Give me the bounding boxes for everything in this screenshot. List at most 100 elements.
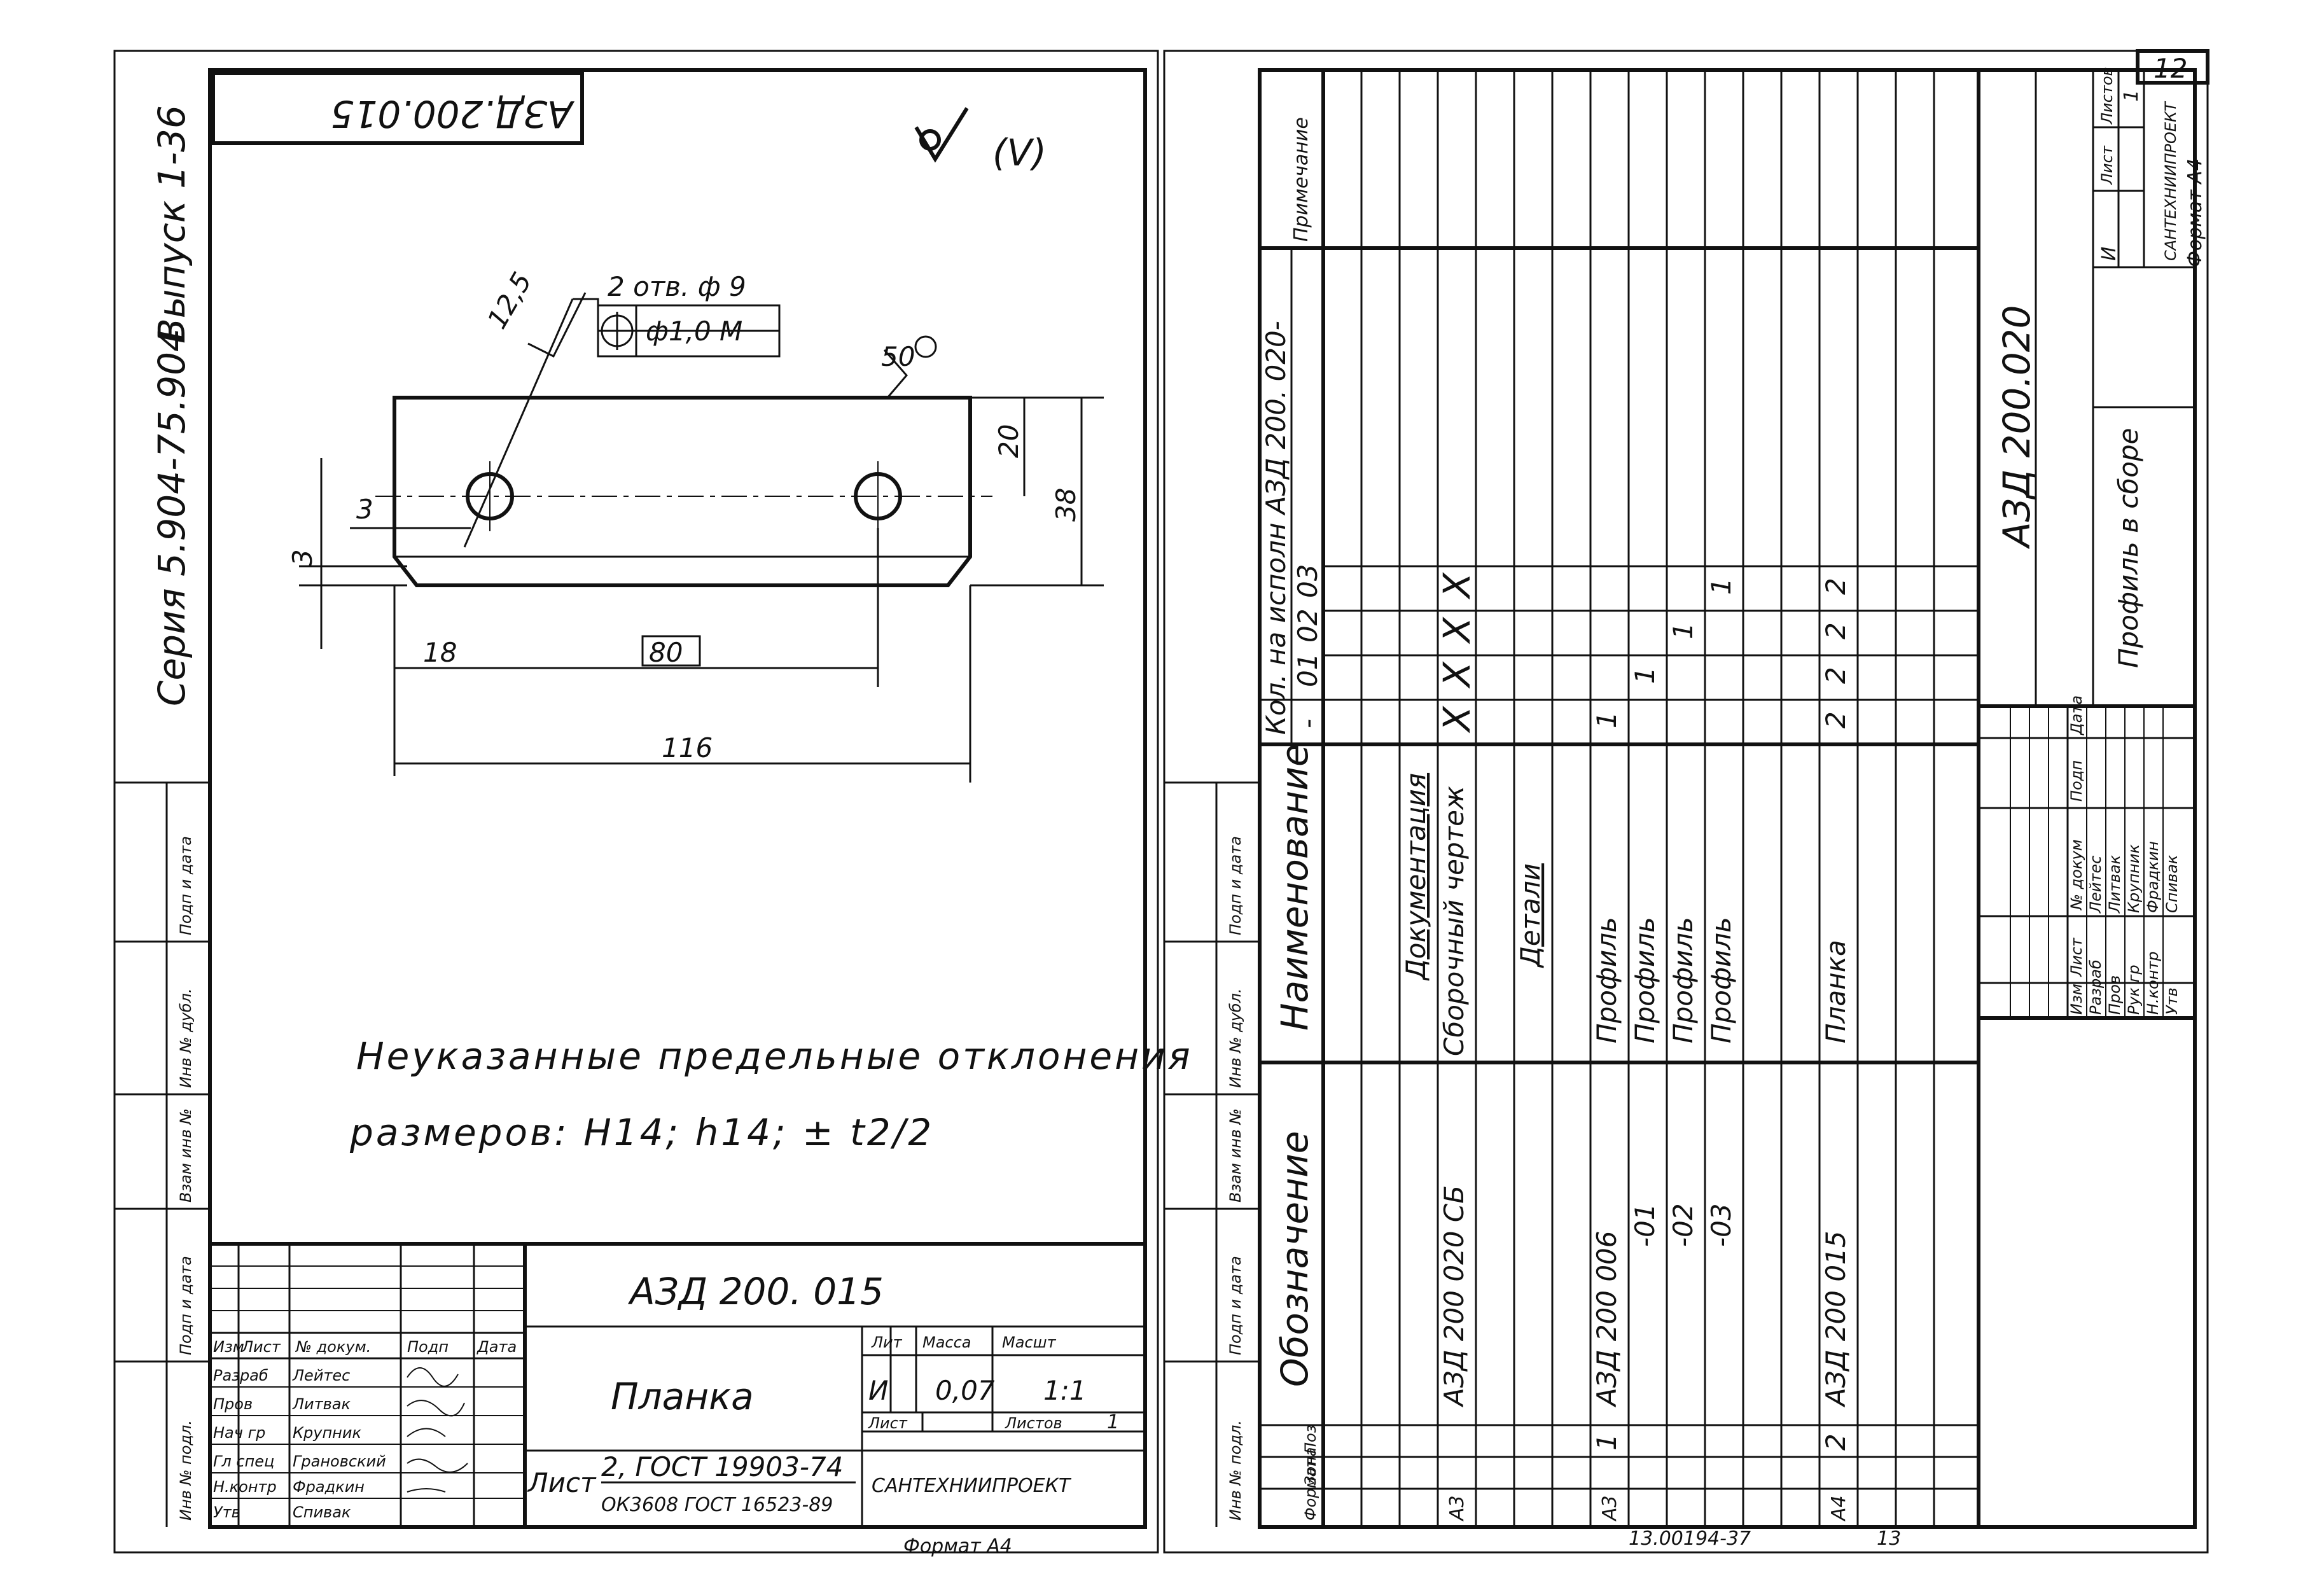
dim-80: 80 xyxy=(649,637,683,668)
qty-col-header: 02 xyxy=(1292,609,1323,643)
spec-row-qty: 2 xyxy=(1820,578,1851,595)
right-doc-code: АЗД 200.020 xyxy=(1995,305,2038,550)
qty-col-header: 03 xyxy=(1292,564,1323,598)
side-strip-label: Инв № подл. xyxy=(1227,1420,1244,1521)
right-role-label: Утв xyxy=(2163,987,2181,1015)
right-title-block: Изм Лист № докум Подп Дата Разраб Лейтес… xyxy=(1977,67,2206,1020)
spec-row-qty: X xyxy=(1435,616,1479,644)
sheets-label: Листов xyxy=(1005,1414,1062,1432)
spec-row-designation: АЗД 200 015 xyxy=(1820,1230,1851,1408)
side-strip-label: Подп и дата xyxy=(177,1256,195,1355)
sign-header-sign: Подп xyxy=(407,1338,449,1356)
scale-value: 1:1 xyxy=(1043,1375,1087,1406)
left-doc-code: АЗД 200. 015 xyxy=(627,1270,884,1313)
right-role-label: Н.контр xyxy=(2144,951,2162,1015)
spec-row-qty: 2 xyxy=(1820,622,1851,639)
header-format: Формат xyxy=(1302,1458,1319,1521)
sheets-value: 1 xyxy=(1107,1411,1119,1433)
spec-row-qty: 2 xyxy=(1820,711,1851,728)
right-sign-header: Изм xyxy=(2068,984,2085,1015)
spec-row-name: Профиль xyxy=(1667,917,1699,1043)
side-strip-label: Инв № дубл. xyxy=(1227,988,1244,1088)
roughness-top-value: 12,5 xyxy=(481,267,538,334)
dim-20: 20 xyxy=(993,424,1024,458)
role-label: Н.контр xyxy=(213,1478,277,1496)
dimensions: 3 3 18 80 116 20 38 xyxy=(287,396,1104,783)
qty-col-header: 01 xyxy=(1292,653,1323,687)
right-role-label: Пров xyxy=(2106,975,2124,1015)
spec-row-name: Профиль xyxy=(1629,917,1660,1043)
person-name: Грановский xyxy=(293,1452,386,1470)
spec-row-name: Документация xyxy=(1400,773,1431,981)
col-scale: Масшт xyxy=(1002,1334,1057,1351)
lit-value: И xyxy=(868,1375,888,1406)
roughness-symbol: (V) xyxy=(914,107,1047,174)
footer-stamp: 13.00194-37 xyxy=(1629,1528,1751,1550)
left-title-block: Изм Лист № докум. Подп Дата Разраб Лейте… xyxy=(208,1242,1147,1557)
spec-row-designation: АЗД 200 020 СБ xyxy=(1438,1185,1470,1408)
role-label: Нач гр xyxy=(213,1424,265,1442)
right-sign-header: Подп xyxy=(2068,760,2085,802)
right-sheets-label: Листов xyxy=(2098,67,2116,125)
roughness-value: (V) xyxy=(992,131,1047,174)
spec-row-designation: -01 xyxy=(1629,1203,1660,1247)
spec-row-format: А3 xyxy=(1599,1495,1621,1522)
side-strip-label: Подп и дата xyxy=(177,836,195,935)
right-sign-header: Лист xyxy=(2068,937,2085,977)
spec-row-name: Профиль xyxy=(1591,917,1622,1043)
mass-value: 0,07 xyxy=(935,1375,995,1406)
right-person-name: Крупник xyxy=(2125,844,2143,913)
spec-row-designation: -03 xyxy=(1706,1203,1737,1247)
header-qty: Кол. на исполн АЗД 200. 020- xyxy=(1260,321,1291,735)
spec-row-designation: -02 xyxy=(1667,1203,1699,1247)
footer-page: 13 xyxy=(1877,1528,1901,1550)
hole-note: 2 отв. ф 9 xyxy=(608,271,746,302)
spec-row-qty: X xyxy=(1435,572,1479,600)
side-strip-label: Подп и дата xyxy=(1227,836,1244,935)
dim-18: 18 xyxy=(423,637,457,668)
spec-row-format: А4 xyxy=(1828,1495,1850,1522)
spec-row-name: Детали xyxy=(1515,863,1546,968)
spec-row-qty: 2 xyxy=(1820,667,1851,684)
side-strip-label: Взам инв № xyxy=(1227,1108,1244,1202)
side-strip-label: Инв № подл. xyxy=(177,1420,195,1521)
spec-row-name: Планка xyxy=(1820,940,1851,1043)
header-name: Наименование xyxy=(1273,744,1316,1031)
spec-row-name: Сборочный чертеж xyxy=(1438,786,1470,1056)
header-designation: Обозначение xyxy=(1273,1131,1316,1387)
left-sheet: Инв № подл. Подп и дата Взам инв № Инв №… xyxy=(113,50,1193,1557)
note-line-2: размеров: H14; h14; ± t2/2 xyxy=(349,1111,934,1154)
person-name: Спивак xyxy=(293,1503,351,1521)
right-org: САНТЕХНИИПРОЕКТ xyxy=(2162,101,2180,261)
spec-row-qty: X xyxy=(1435,706,1479,734)
person-name: Лейтес xyxy=(292,1367,350,1384)
dim-3-horizontal: 3 xyxy=(356,494,373,525)
note-line-1: Неуказанные предельные отклонения xyxy=(356,1034,1193,1078)
header-note: Примечание xyxy=(1290,117,1312,242)
spec-row-name: Профиль xyxy=(1706,917,1737,1043)
spec-row-pos: 2 xyxy=(1820,1433,1851,1451)
right-assembly-name: Профиль в сборе xyxy=(2113,428,2144,668)
dim-116: 116 xyxy=(662,732,713,763)
right-role-label: Разраб xyxy=(2087,959,2105,1015)
right-lit: И xyxy=(2098,247,2120,261)
spec-row-qty: 1 xyxy=(1629,667,1660,684)
role-label: Пров xyxy=(213,1395,253,1413)
sign-header-list: Лист xyxy=(241,1338,281,1356)
material-label: Лист xyxy=(527,1467,597,1498)
side-strip-label: Взам инв № xyxy=(177,1108,195,1202)
sign-header-doc: № докум. xyxy=(295,1338,371,1356)
spec-row-qty: X xyxy=(1435,661,1479,689)
position-tolerance: ф1,0 М xyxy=(646,316,742,347)
material-top: 2, ГОСТ 19903-74 xyxy=(601,1451,843,1482)
spec-row-qty: 1 xyxy=(1706,578,1737,595)
material-bottom: ОК3608 ГОСТ 16523-89 xyxy=(601,1494,833,1516)
role-label: Гл спец xyxy=(213,1452,274,1470)
sheet-label: Лист xyxy=(868,1414,908,1432)
right-sheet: 1 2 Инв № подл. Подп и дата Взам инв № Ин… xyxy=(1163,49,2209,1554)
person-name: Крупник xyxy=(293,1424,361,1442)
person-name: Фрадкин xyxy=(293,1478,365,1496)
right-sign-header: Дата xyxy=(2068,695,2085,735)
spec-row-pos: 1 xyxy=(1591,1433,1622,1451)
